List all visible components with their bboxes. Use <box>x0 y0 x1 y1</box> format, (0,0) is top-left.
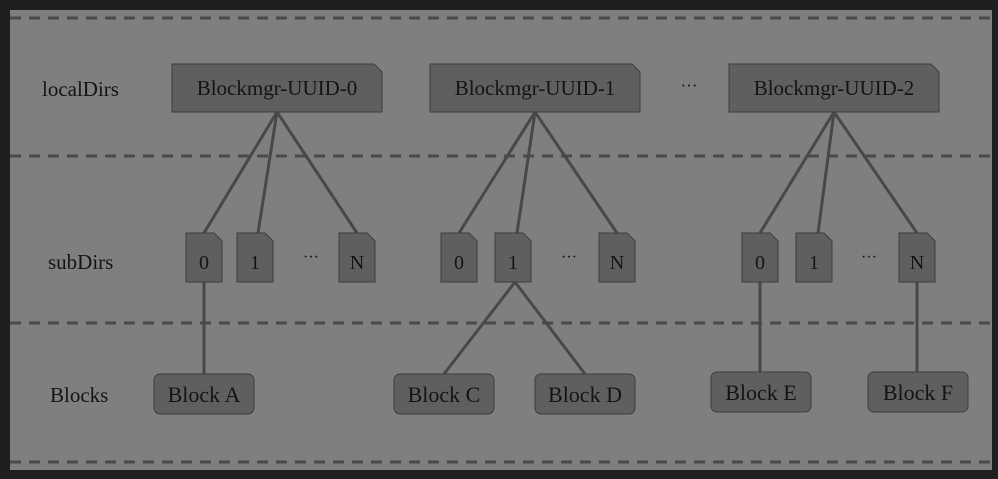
blockmgr-ellipsis: ··· <box>681 76 698 95</box>
row-label-blocks: Blocks <box>50 383 108 407</box>
block-box <box>393 373 495 415</box>
subdir-ellipsis: ··· <box>303 249 319 266</box>
block-label: Block C <box>408 382 481 407</box>
subdir-1-label: 1 <box>508 252 518 274</box>
subdir-1-box <box>494 232 532 283</box>
connector-subdir1-blockC <box>442 281 517 375</box>
blockmgr-box <box>171 63 383 113</box>
connector-mgr0-subdirN <box>275 111 359 234</box>
block-box <box>534 373 636 415</box>
subdirs-blockmgr-2: 0 1 ··· N <box>741 232 936 283</box>
connector-mgr0-subdir0 <box>202 111 279 234</box>
subdir-1-box <box>236 232 274 283</box>
block-box <box>153 373 255 415</box>
connector-mgr2-subdir1 <box>816 111 836 234</box>
subdir-0-box <box>185 232 223 283</box>
blockmgr-1: Blockmgr-UUID-1 <box>429 63 641 113</box>
connector-mgr0-subdir1 <box>256 111 279 234</box>
subdir-0-label: 0 <box>454 252 464 274</box>
block-label: Block E <box>725 380 797 405</box>
connector-mgr2-subdirN <box>832 111 919 234</box>
subdir-n-label: N <box>350 252 364 274</box>
blockmgr-2: Blockmgr-UUID-2 <box>728 63 940 113</box>
subdir-n-label: N <box>910 252 924 274</box>
subdir-0-box <box>741 232 779 283</box>
block-a: Block A <box>153 373 255 415</box>
block-label: Block D <box>548 382 622 407</box>
block-label: Block F <box>883 380 953 405</box>
blockmgr-box <box>429 63 641 113</box>
block-box <box>710 371 812 413</box>
connector-mgr1-subdirN <box>533 111 619 234</box>
connector-mgr2-subdir0 <box>758 111 836 234</box>
connector-mgr1-subdir1 <box>515 111 537 234</box>
subdir-0-box <box>440 232 478 283</box>
block-f: Block F <box>867 371 969 413</box>
connectors <box>202 111 919 375</box>
block-box <box>867 371 969 413</box>
block-label: Block A <box>168 382 241 407</box>
subdir-n-box <box>898 232 936 283</box>
row-label-subdirs: subDirs <box>48 250 113 274</box>
blockmgr-label: Blockmgr-UUID-0 <box>197 76 358 100</box>
subdir-1-box <box>795 232 833 283</box>
blockmgr-label: Blockmgr-UUID-1 <box>455 76 616 100</box>
subdir-0-label: 0 <box>755 252 765 274</box>
blockmgr-0: Blockmgr-UUID-0 <box>171 63 383 113</box>
subdir-ellipsis: ··· <box>861 249 877 266</box>
subdir-1-label: 1 <box>250 252 260 274</box>
subdirs-blockmgr-1: 0 1 ··· N <box>440 232 636 283</box>
connector-subdir1-blockD <box>513 281 587 375</box>
block-e: Block E <box>710 371 812 413</box>
row-label-localdirs: localDirs <box>42 77 119 101</box>
subdirs-blockmgr-0: 0 1 ··· N <box>185 232 376 283</box>
subdir-n-box <box>338 232 376 283</box>
block-d: Block D <box>534 373 636 415</box>
subdir-0-label: 0 <box>199 252 209 274</box>
blockmgr-label: Blockmgr-UUID-2 <box>754 76 915 100</box>
connector-mgr1-subdir0 <box>457 111 537 234</box>
blockmgr-box <box>728 63 940 113</box>
subdir-1-label: 1 <box>809 252 819 274</box>
subdir-n-box <box>598 232 636 283</box>
subdir-ellipsis: ··· <box>561 249 577 266</box>
block-c: Block C <box>393 373 495 415</box>
subdir-n-label: N <box>610 252 624 274</box>
